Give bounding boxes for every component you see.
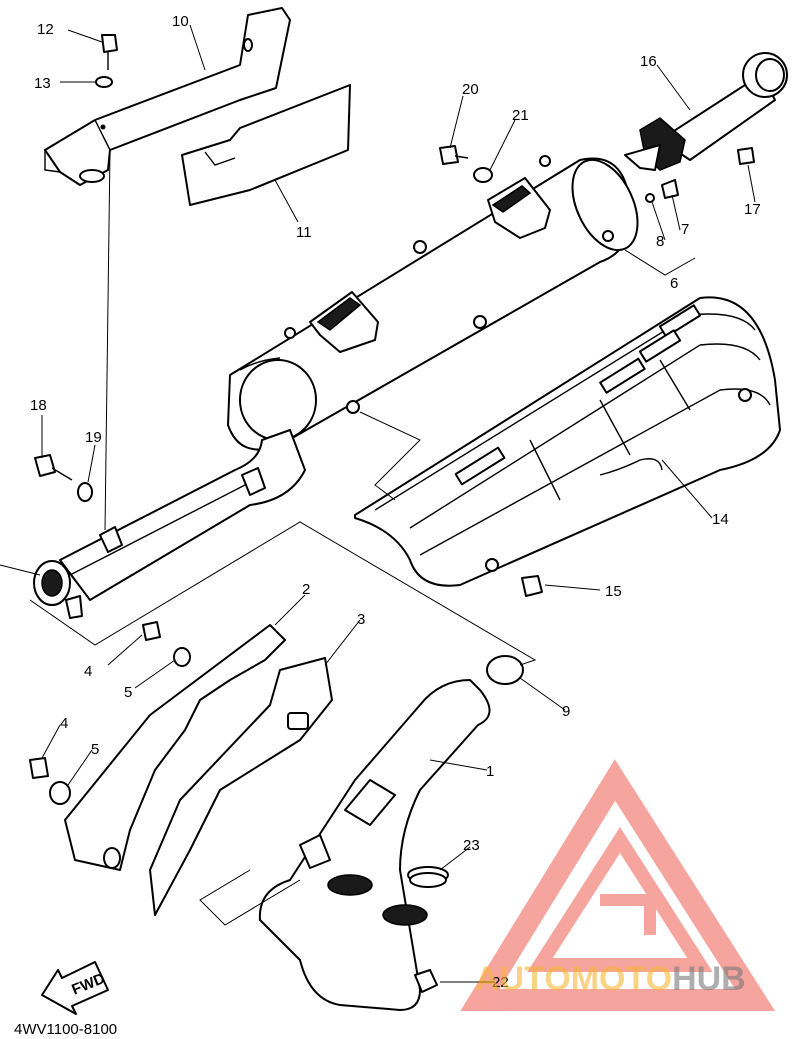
- callout-22: 22: [492, 974, 509, 991]
- heat-plate-11: [181, 84, 351, 206]
- fastener-5-washer-lower: [49, 781, 71, 805]
- leader-lines: [0, 24, 756, 983]
- exhaust-pipe-1: [258, 655, 524, 1011]
- callout-12: 12: [37, 21, 54, 38]
- gasket-23: [409, 872, 447, 888]
- callout-11: 11: [296, 224, 312, 241]
- callout-6: 6: [670, 275, 678, 292]
- callout-16: 16: [640, 53, 657, 70]
- fastener-17-bolt: [737, 147, 755, 165]
- bracket-10: [44, 7, 291, 186]
- callout-13: 13: [34, 75, 51, 92]
- callout-5-lower: 5: [91, 741, 99, 758]
- fastener-13-washer: [95, 76, 113, 88]
- callout-17: 17: [744, 201, 761, 218]
- fastener-21-washer: [473, 167, 493, 183]
- callout-1: 1: [486, 763, 494, 780]
- muffler: [227, 155, 639, 451]
- callout-23: 23: [463, 837, 480, 854]
- watermark-text-primary: AUTOMOTO: [475, 960, 672, 998]
- fastener-8-washer: [645, 193, 655, 203]
- fastener-19-washer: [77, 482, 93, 502]
- fastener-12-bolt: [101, 34, 118, 70]
- tail-pipe-16: [624, 52, 788, 171]
- fastener-15-bolt: [521, 575, 543, 597]
- mid-pipe: [33, 429, 306, 619]
- watermark-text-secondary: HUB: [672, 960, 746, 998]
- fastener-5-washer-upper: [173, 647, 191, 667]
- heat-plate-2: [64, 624, 286, 871]
- callout-4-upper: 4: [84, 663, 92, 680]
- callout-10: 10: [172, 13, 189, 30]
- watermark-text: AUTOMOTOHUB: [475, 960, 746, 998]
- heat-plate-3: [149, 657, 333, 916]
- callout-19: 19: [85, 429, 102, 446]
- callout-21: 21: [512, 107, 529, 124]
- fastener-4-bolt-lower: [29, 757, 49, 779]
- callout-4-lower: 4: [60, 715, 68, 732]
- watermark-logo: [460, 759, 776, 1011]
- fastener-22-nut: [414, 969, 438, 993]
- fastener-20-bolt: [439, 145, 469, 165]
- callout-14: 14: [712, 511, 729, 528]
- diagram-code: 4WV1100-8100: [14, 1021, 117, 1038]
- callout-18: 18: [30, 397, 47, 414]
- fastener-7-bolt: [661, 179, 679, 199]
- callout-9: 9: [562, 703, 570, 720]
- forward-direction-arrow: FWD: [41, 961, 109, 1015]
- callout-3: 3: [357, 611, 365, 628]
- callout-2: 2: [302, 581, 310, 598]
- callout-7: 7: [681, 221, 689, 238]
- fastener-18-bolt: [34, 454, 73, 481]
- callout-8: 8: [656, 233, 664, 250]
- callout-5-upper: 5: [124, 684, 132, 701]
- callout-20: 20: [462, 81, 479, 98]
- muffler-protector-14: [354, 296, 781, 587]
- callout-15: 15: [605, 583, 622, 600]
- fastener-4-bolt-upper: [142, 621, 161, 641]
